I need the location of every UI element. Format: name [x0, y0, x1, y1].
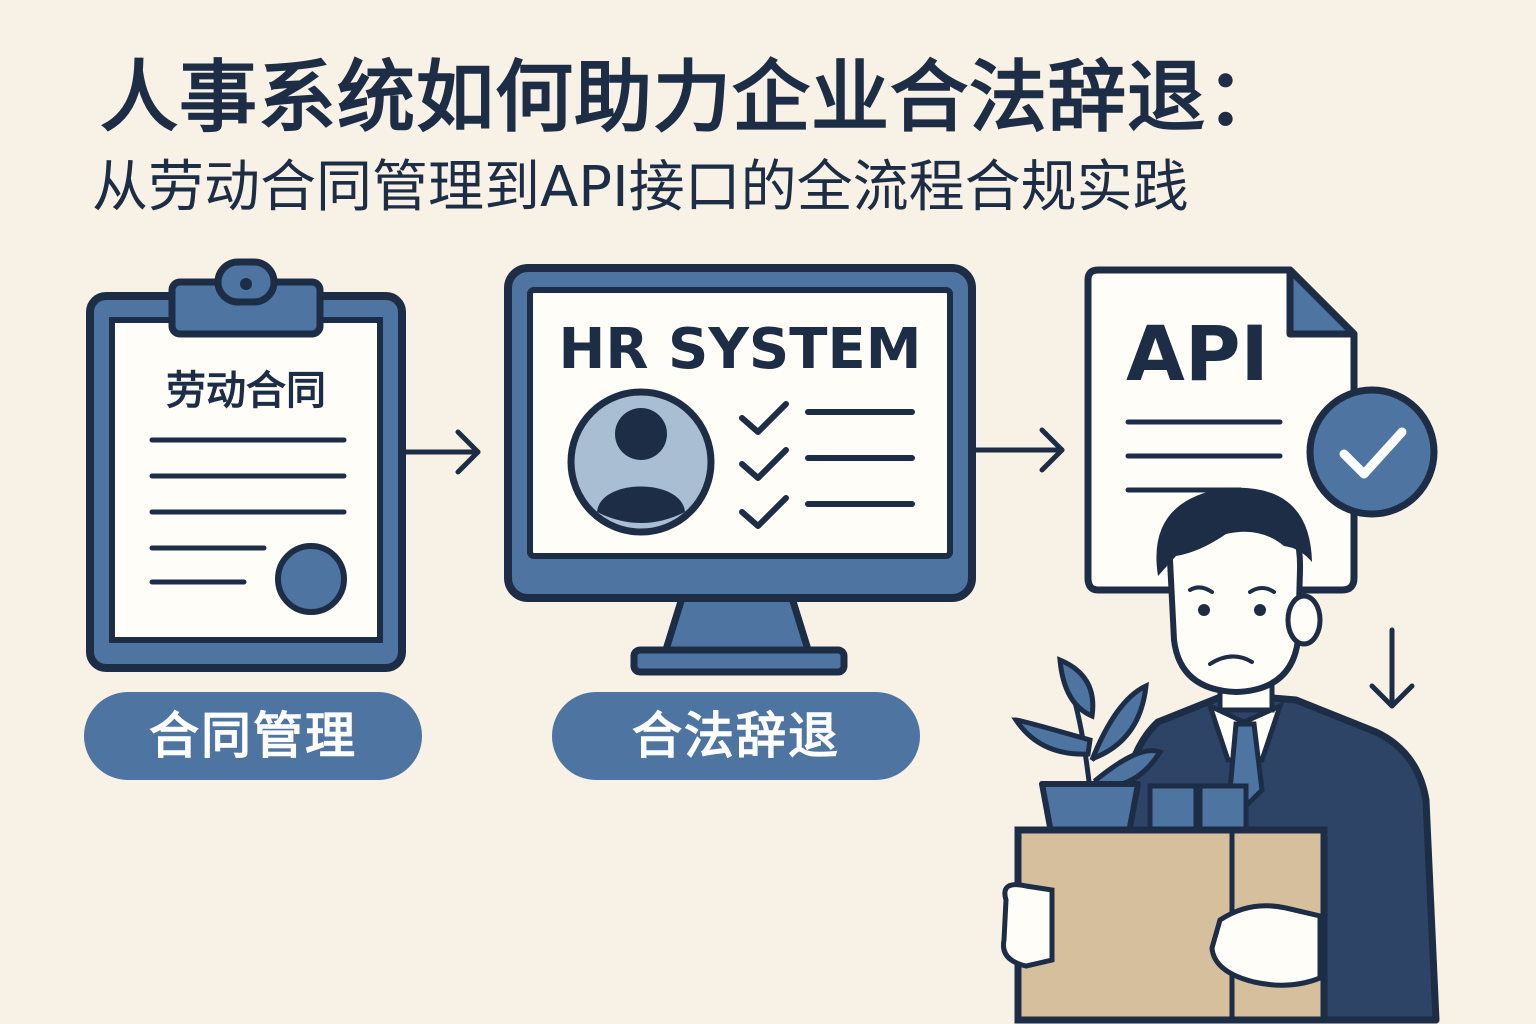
arrow-right-icon — [403, 429, 481, 475]
user-avatar-icon — [567, 388, 715, 536]
hr-system-heading: HR SYSTEM — [559, 317, 922, 382]
checklist — [739, 401, 915, 529]
checkmark-icon — [739, 401, 789, 435]
step-label-contract-management: 合同管理 — [84, 692, 422, 780]
checkmark-icon — [739, 495, 789, 529]
check-badge-icon — [1306, 386, 1438, 518]
cardboard-box-icon — [1014, 826, 1328, 1024]
computer-monitor-icon: HR SYSTEM — [504, 264, 976, 676]
stamp-seal-icon — [275, 543, 347, 615]
contract-text-lines — [149, 437, 347, 585]
main-title: 人事系统如何助力企业合法辞退： — [100, 53, 1286, 143]
contract-heading: 劳动合同 — [166, 368, 326, 414]
checkmark-icon — [739, 447, 789, 481]
subtitle: 从劳动合同管理到API接口的全流程合规实践 — [92, 155, 1189, 220]
arrow-down-icon — [1369, 627, 1415, 709]
api-heading: API — [1126, 309, 1269, 398]
clipboard-icon: 劳动合同 — [86, 258, 406, 672]
arrow-right-icon — [973, 427, 1065, 473]
step-label-legal-dismissal: 合法辞退 — [552, 692, 920, 780]
employee-with-box-icon — [1000, 487, 1440, 1024]
